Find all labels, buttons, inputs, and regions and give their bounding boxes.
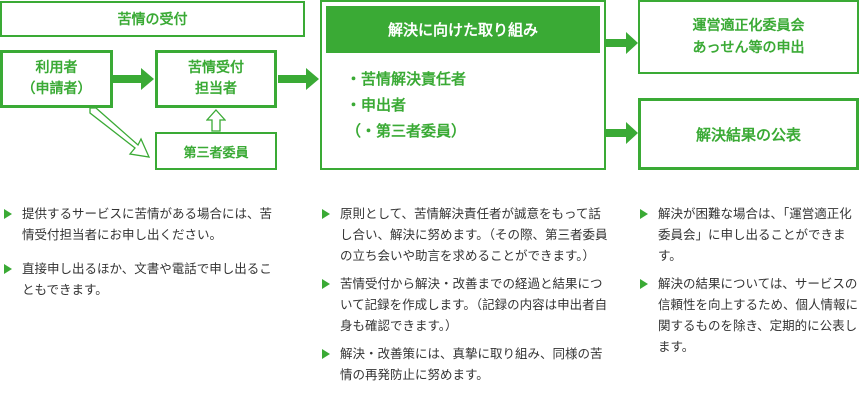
arrow-staff-to-resolution-icon (278, 68, 319, 90)
arrow-third-party-to-staff-icon (206, 109, 226, 132)
committee-sublabel: あっせん等の申出 (692, 40, 805, 56)
reception-title-box: 苦情の受付 (0, 1, 305, 37)
third-party-box: 第三者委員 (155, 132, 277, 170)
notes-middle: 原則として、苦情解決責任者が誠意をもって話し合い、解決に努めます。（その際、第三… (322, 203, 608, 398)
triangle-bullet-icon (640, 279, 648, 289)
triangle-bullet-icon (640, 209, 648, 219)
user-sublabel: （申請者） (21, 81, 92, 97)
notes-left: 提供するサービスに苦情がある場合には、苦情受付担当者にお申し出ください。 直接申… (4, 203, 280, 313)
triangle-bullet-icon (322, 279, 330, 289)
arrow-resolution-to-committee-icon (606, 32, 638, 54)
participant-item: （・第三者委員） (346, 122, 467, 140)
arrow-user-to-third-party-icon (89, 108, 151, 158)
publication-box: 解決結果の公表 (638, 98, 859, 170)
note-item: 原則として、苦情解決責任者が誠意をもって話し合い、解決に努めます。（その際、第三… (322, 203, 608, 266)
participant-item: ・申出者 (346, 96, 407, 114)
resolution-participants: ・苦情解決責任者 ・申出者 （・第三者委員） (346, 66, 466, 144)
participant-item: ・苦情解決責任者 (346, 70, 467, 88)
resolution-title: 解決に向けた取り組み (387, 21, 538, 39)
committee-box: 運営適正化委員会 あっせん等の申出 (638, 0, 859, 74)
resolution-box: 解決に向けた取り組み ・苦情解決責任者 ・申出者 （・第三者委員） (320, 0, 606, 170)
publication-label: 解決結果の公表 (695, 125, 801, 144)
committee-label: 運営適正化委員会 (692, 18, 805, 34)
arrow-user-to-staff-icon (113, 68, 154, 90)
triangle-bullet-icon (322, 349, 330, 359)
third-party-label: 第三者委員 (183, 145, 249, 161)
notes-right: 解決が困難な場合は、「運営適正化委員会」に申し出ることができます。 解決の結果に… (640, 203, 858, 370)
note-item: 解決・改善策には、真摯に取り組み、同様の苦情の再発防止に努めます。 (322, 343, 608, 385)
arrow-resolution-to-publication-icon (606, 122, 638, 144)
note-item: 解決が困難な場合は、「運営適正化委員会」に申し出ることができます。 (640, 203, 858, 266)
staff-sublabel: 担当者 (195, 81, 237, 97)
note-item: 苦情受付から解決・改善までの経過と結果について記録を作成します。（記録の内容は申… (322, 273, 608, 336)
user-label: 利用者 (35, 60, 78, 76)
note-item: 直接申し出るほか、文書や電話で申し出ることもできます。 (4, 258, 280, 300)
triangle-bullet-icon (322, 209, 330, 219)
resolution-header: 解決に向けた取り組み (326, 6, 600, 53)
note-item: 解決の結果については、サービスの信頼性を向上するため、個人情報に関するものを除き… (640, 273, 858, 357)
triangle-bullet-icon (4, 209, 12, 219)
triangle-bullet-icon (4, 264, 12, 274)
note-item: 提供するサービスに苦情がある場合には、苦情受付担当者にお申し出ください。 (4, 203, 280, 245)
staff-box: 苦情受付 担当者 (155, 50, 277, 108)
staff-label: 苦情受付 (188, 60, 244, 76)
reception-title: 苦情の受付 (117, 12, 188, 28)
user-box: 利用者 （申請者） (0, 50, 113, 108)
